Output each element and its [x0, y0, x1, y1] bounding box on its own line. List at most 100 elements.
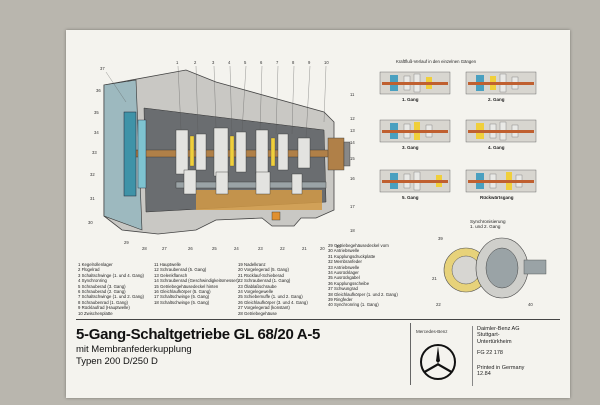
poster-sheet: 37 1 2 3 4 5 6 7 8 9 10 36 35 34 33 32 3… — [66, 30, 570, 398]
title-block: 5-Gang-Schaltgetriebe GL 68/20 A-5 mit M… — [76, 326, 320, 367]
legend-item: 33 Antriebswelle — [328, 264, 360, 270]
legend-item: 7 Schaltschwinge (1. und 2. Gang) — [78, 294, 144, 300]
callout-bottom-19: 19 — [336, 244, 341, 249]
gear-caption-4: 4. Gang — [488, 145, 505, 150]
legend-item: 10 Zwischenplatte — [78, 310, 113, 316]
callout-bottom-26: 26 — [188, 246, 193, 251]
callout-right-17: 17 — [350, 204, 355, 209]
callout-top-4: 4 — [228, 60, 231, 65]
callout-bottom-27: 27 — [162, 246, 167, 251]
legend-item: 12 Schraubenrad (5. Gang) — [154, 267, 207, 273]
legend-item: 1 Kegelrollenlager — [78, 262, 113, 267]
callout-top-1: 1 — [176, 60, 179, 65]
legend-item: 3 Schaltschwinge (1. und 4. Gang) — [78, 272, 144, 278]
callout-left-35: 35 — [94, 110, 99, 115]
callout-bottom-21: 21 — [302, 246, 307, 251]
legend-item: 17 Schaltschwinge (5. Gang) — [154, 294, 210, 300]
sync-label-39: 39 — [438, 236, 443, 241]
callout-top-7: 7 — [276, 60, 279, 65]
callout-right-11: 11 — [350, 92, 355, 97]
sync-label-21: 21 — [432, 276, 437, 281]
callout-left-32: 32 — [90, 172, 95, 177]
callout-left-31: 31 — [90, 196, 95, 201]
maker-line-1: Daimler-Benz AG — [477, 326, 520, 332]
legend-item: 28 Getriebegehäuse — [238, 310, 277, 316]
legend-item: 18 Schaltschwinge (5. Gang) — [154, 299, 210, 305]
legend-item: 20 Vorgelegerad (5. Gang) — [238, 267, 289, 273]
legend-item: 29 Getriebegehäusedeckel vorn — [328, 243, 389, 248]
legend-item: 13 Gelenkflansch — [154, 272, 188, 278]
subtitle: mit Membranfederkupplung — [76, 344, 192, 355]
legend-item: 32 Membranfeder — [328, 259, 362, 265]
vehicle-types: Typen 200 D/250 D — [76, 356, 158, 367]
callout-right-15: 15 — [350, 156, 355, 161]
callout-top-3: 3 — [212, 60, 215, 65]
callout-top-9: 9 — [308, 60, 311, 65]
divider-line — [76, 319, 560, 320]
mercedes-star-icon — [420, 344, 456, 380]
legend-item: 40 Synchronring (1. Gang) — [328, 302, 379, 308]
print-note: Printed in Germany — [477, 365, 525, 372]
legend-item: 36 Kupplungsscheibe — [328, 280, 370, 286]
legend-item: 11 Hauptwelle — [154, 262, 181, 267]
callout-top-8: 8 — [292, 60, 295, 65]
legend-item: 37 Schwungrad — [328, 286, 358, 292]
legend-item: 16 Gleichlaufkörper (5. Gang) — [154, 289, 211, 295]
form-code: FG 22 178 — [477, 349, 503, 356]
gear-caption-reverse: Rückwärtsgang — [480, 195, 514, 200]
brand-name: Mercedes-Benz — [416, 329, 448, 334]
legend-column-3: 19 Nadelkranz 20 Vorgelegerad (5. Gang) … — [238, 262, 308, 316]
maker-line-3: Untertürkheim — [477, 338, 512, 345]
legend-item: 27 Vorgelegerad (konstant) — [238, 305, 290, 311]
callout-top-10: 10 — [324, 60, 329, 65]
legend-item: 22 Schraubenrad (1. Gang) — [238, 278, 291, 284]
model-designation: GL 68/20 A-5 — [233, 326, 321, 343]
legend-item: 15 Getriebegehäusedeckel hinten — [154, 283, 219, 289]
legend-item: 4 Synchronring — [78, 278, 107, 284]
legend-item: 14 Schraubenrad (Geschwindigkeitsmesser) — [154, 278, 239, 284]
page-title: 5-Gang-Schaltgetriebe GL 68/20 A-5 — [76, 326, 321, 343]
callout-bottom-22: 22 — [280, 246, 285, 251]
manufacturer-block: Daimler-Benz AG Stuttgart- Untertürkheim… — [472, 326, 524, 386]
legend-item: 34 Ausrücklager — [328, 270, 359, 276]
callout-bottom-28: 28 — [142, 246, 147, 251]
callout-top-2: 2 — [194, 60, 197, 65]
sync-label-22: 22 — [436, 302, 441, 307]
legend-item: 35 Ausrückgabel — [328, 275, 360, 281]
callout-right-16: 16 — [350, 176, 355, 181]
callout-left-30: 30 — [88, 220, 93, 225]
legend-item: 25 Schiebemuffe (1. und 2. Gang) — [238, 294, 303, 300]
callout-right-18: 18 — [350, 228, 355, 233]
legend-item: 8 Schraubenrad (1. Gang) — [78, 299, 128, 305]
sync-label-40: 40 — [528, 302, 533, 307]
callout-left-34: 34 — [94, 130, 99, 135]
legend-item: 9 Rücklaufrad (Hauptwelle) — [78, 305, 130, 311]
gear-caption-3: 3. Gang — [402, 145, 419, 150]
legend-item: 38 Gleichlaufkörper (1. und 2. Gang) — [328, 291, 398, 297]
gear-caption-5: 5. Gang — [402, 195, 419, 200]
gear-flow-grid — [379, 71, 537, 193]
maker-line-2: Stuttgart- — [477, 332, 500, 339]
callout-right-14: 14 — [350, 140, 355, 145]
legend-item: 26 Gleichlaufkörper (3. und 4. Gang) — [238, 299, 308, 305]
callout-left-33: 33 — [92, 150, 97, 155]
legend-item: 5 Schrauberad (3. Gang) — [78, 283, 126, 289]
callout-right-12: 12 — [350, 116, 355, 121]
legend-column-1: 1 Kegelrollenlager 2 Flügelrad 3 Schalts… — [78, 262, 144, 316]
gear-flow-title: Kraftfluß-Verlauf in den einzelnen Gänge… — [396, 59, 477, 64]
gear-caption-2: 2. Gang — [488, 97, 505, 102]
callout-bottom-29: 29 — [124, 240, 129, 245]
callout-bottom-23: 23 — [258, 246, 263, 251]
legend-column-2: 11 Hauptwelle 12 Schraubenrad (5. Gang) … — [154, 262, 239, 305]
legend-item: 19 Nadelkranz — [238, 262, 266, 267]
legend-item: 24 Vorgelegewelle — [238, 289, 274, 295]
legend-item: 31 Kupplungsdruckplatte — [328, 253, 376, 259]
callout-top-37: 37 — [100, 66, 105, 71]
gear-caption-1: 1. Gang — [402, 97, 419, 102]
legend-item: 39 Ringfeder — [328, 297, 353, 303]
callout-bottom-25: 25 — [212, 246, 217, 251]
legend-item: 23 Ölablaßschraube — [238, 283, 277, 289]
print-date: 12.84 — [477, 371, 491, 378]
callout-top-6: 6 — [260, 60, 263, 65]
callout-bottom-20: 20 — [320, 246, 325, 251]
